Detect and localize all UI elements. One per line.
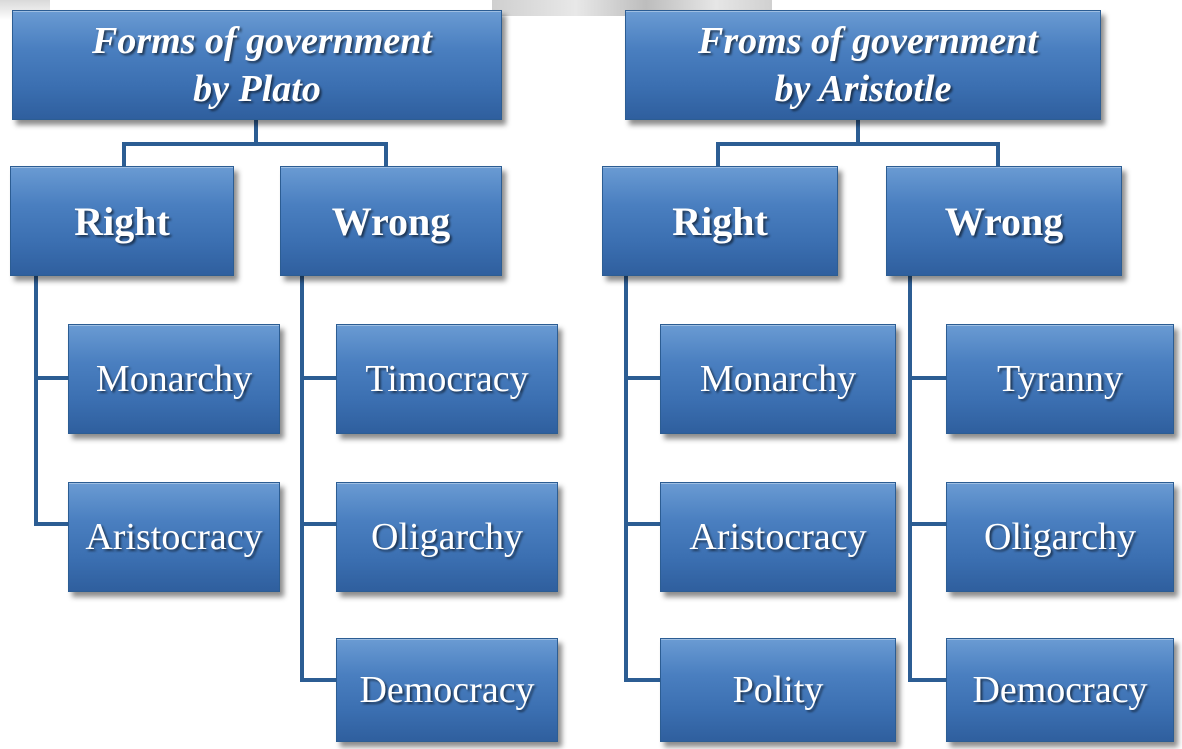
aristotle-right-label: Right xyxy=(672,198,768,244)
plato-right-item-box: Monarchy xyxy=(68,324,280,434)
connector xyxy=(34,376,68,380)
aristotle-right-item-box: Aristocracy xyxy=(660,482,896,592)
aristotle-wrong-item: Tyranny xyxy=(996,358,1124,400)
connector xyxy=(300,522,336,526)
plato-wrong-item: Oligarchy xyxy=(371,516,523,558)
plato-wrong-item: Democracy xyxy=(359,669,535,711)
plato-title: Forms of government by Plato xyxy=(82,11,432,113)
connector xyxy=(908,376,946,380)
plato-title-line2: by Plato xyxy=(193,68,321,110)
connector xyxy=(996,142,1000,166)
aristotle-right-item: Polity xyxy=(732,669,824,711)
plato-wrong-label: Wrong xyxy=(331,198,451,244)
aristotle-wrong-label: Wrong xyxy=(944,198,1064,244)
aristotle-wrong-box: Wrong xyxy=(886,166,1122,276)
aristotle-right-item: Monarchy xyxy=(699,358,857,400)
aristotle-wrong-item-box: Democracy xyxy=(946,638,1174,742)
connector xyxy=(300,678,336,682)
aristotle-wrong-item-box: Tyranny xyxy=(946,324,1174,434)
aristotle-right-item-box: Polity xyxy=(660,638,896,742)
plato-wrong-item: Timocracy xyxy=(365,358,529,400)
plato-title-box: Forms of government by Plato xyxy=(12,10,502,120)
connector xyxy=(908,276,912,682)
connector xyxy=(908,678,946,682)
aristotle-wrong-item: Oligarchy xyxy=(984,516,1136,558)
aristotle-title-line2: by Aristotle xyxy=(774,68,952,110)
plato-right-item: Aristocracy xyxy=(85,516,263,558)
aristotle-title-box: Froms of government by Aristotle xyxy=(625,10,1101,120)
connector xyxy=(624,678,660,682)
connector xyxy=(908,522,946,526)
plato-right-item-box: Aristocracy xyxy=(68,482,280,592)
plato-wrong-item-box: Timocracy xyxy=(336,324,558,434)
connector xyxy=(624,376,660,380)
connector xyxy=(716,142,720,166)
aristotle-wrong-item-box: Oligarchy xyxy=(946,482,1174,592)
aristotle-right-box: Right xyxy=(602,166,838,276)
aristotle-title: Froms of government by Aristotle xyxy=(688,11,1038,113)
connector xyxy=(122,142,388,146)
aristotle-right-item: Aristocracy xyxy=(689,516,867,558)
connector xyxy=(34,522,68,526)
aristotle-wrong-item: Democracy xyxy=(972,669,1148,711)
connector xyxy=(300,276,304,682)
connector xyxy=(300,376,336,380)
connector xyxy=(34,276,38,526)
connector xyxy=(716,142,1000,146)
connector xyxy=(624,522,660,526)
plato-wrong-item-box: Democracy xyxy=(336,638,558,742)
connector xyxy=(624,276,628,682)
connector xyxy=(254,119,258,146)
plato-title-line1: Forms of government xyxy=(92,20,432,62)
plato-right-box: Right xyxy=(10,166,234,276)
plato-right-item: Monarchy xyxy=(95,358,253,400)
aristotle-title-line1: Froms of government xyxy=(698,20,1038,62)
connector xyxy=(122,142,126,166)
plato-right-label: Right xyxy=(74,198,170,244)
connector xyxy=(384,142,388,166)
plato-wrong-box: Wrong xyxy=(280,166,502,276)
connector xyxy=(856,119,860,146)
aristotle-right-item-box: Monarchy xyxy=(660,324,896,434)
plato-wrong-item-box: Oligarchy xyxy=(336,482,558,592)
